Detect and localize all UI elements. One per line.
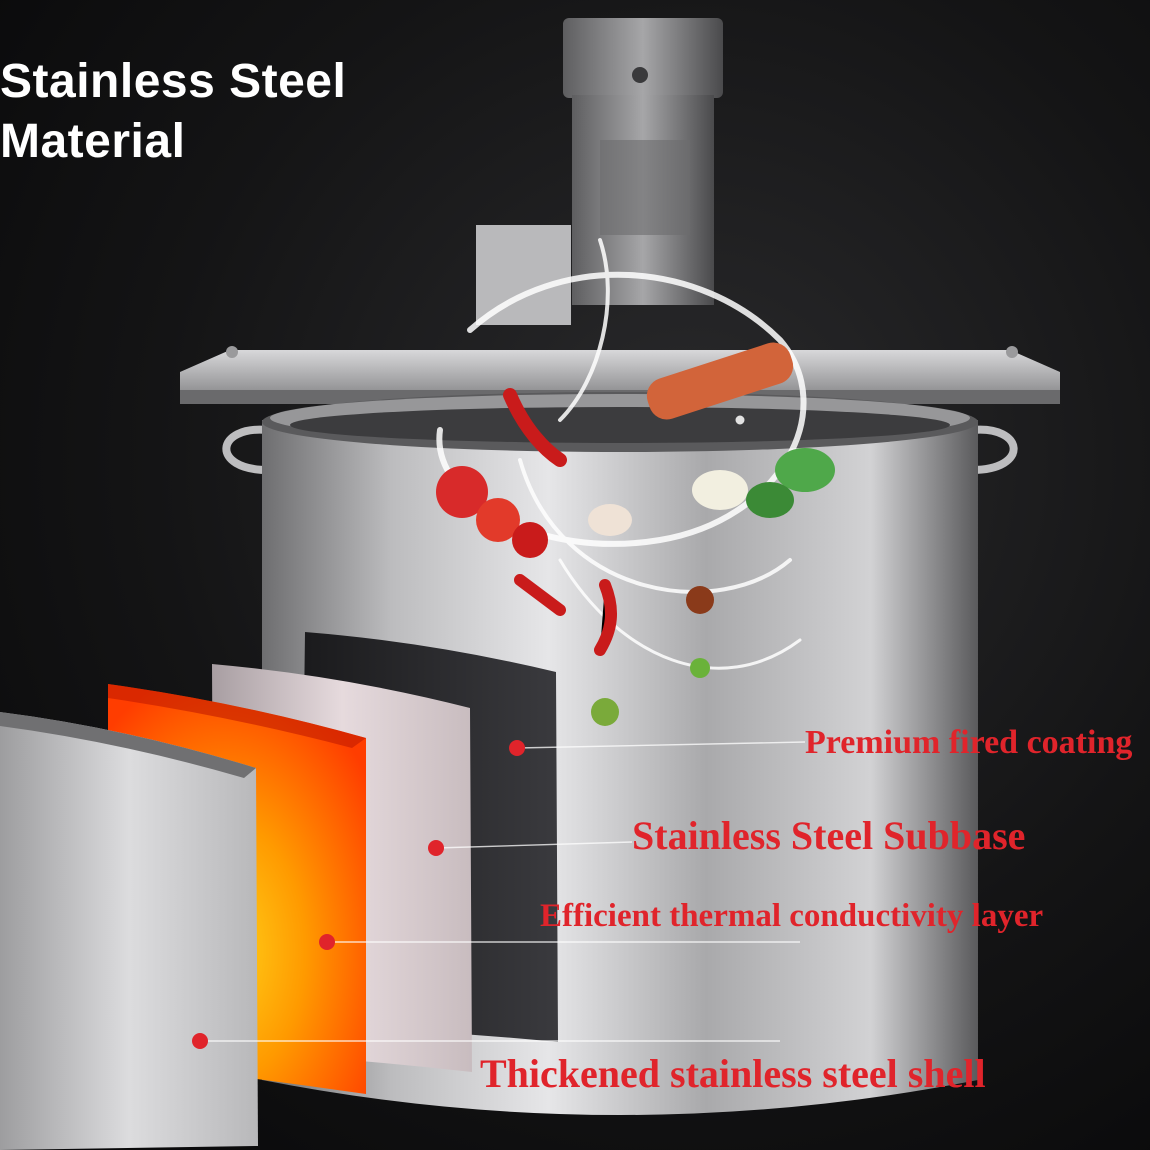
callout-premium-fired-coating: Premium fired coating xyxy=(805,724,1133,761)
motor xyxy=(476,18,723,325)
headline-line-1: Stainless Steel xyxy=(0,55,347,108)
left-handle xyxy=(222,425,269,474)
right-handle xyxy=(971,425,1018,474)
shell-panel xyxy=(0,712,258,1150)
headline-line-2: Material xyxy=(0,115,186,168)
ingredients xyxy=(436,342,835,726)
callout-stainless-steel-shell: Thickened stainless steel shell xyxy=(480,1051,986,1096)
callout-leaders xyxy=(200,741,806,1042)
callout-stainless-steel-subbase: Stainless Steel Subbase xyxy=(632,813,1026,858)
headline: Stainless Steel Material xyxy=(0,52,346,172)
callout-thermal-conductivity-layer: Efficient thermal conductivity layer xyxy=(540,898,1044,934)
callout-dots xyxy=(192,740,525,1049)
